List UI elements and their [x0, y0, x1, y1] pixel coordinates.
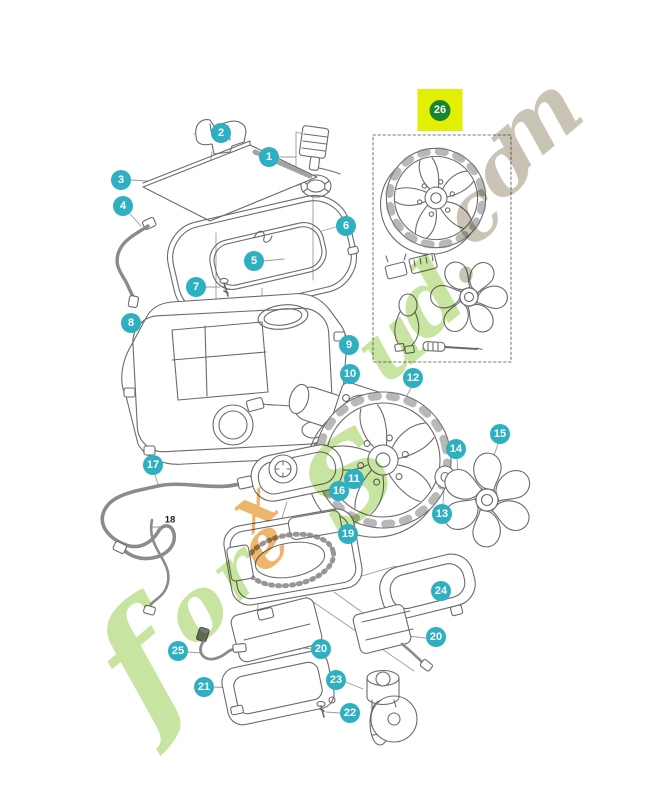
- callout-17[interactable]: 17: [143, 455, 163, 475]
- callout-19[interactable]: 19: [338, 524, 358, 544]
- callout-7[interactable]: 7: [186, 277, 206, 297]
- callout-20-18[interactable]: 20: [311, 639, 331, 659]
- part-cable-17: [102, 476, 253, 559]
- callout-3[interactable]: 3: [111, 170, 131, 190]
- callout-21[interactable]: 21: [194, 677, 214, 697]
- kit-26-box: [369, 135, 520, 362]
- callout-24[interactable]: 24: [431, 581, 451, 601]
- callout-1[interactable]: 1: [259, 147, 279, 167]
- callout-8[interactable]: 8: [121, 313, 141, 333]
- part-screw-7: [220, 278, 228, 296]
- callout-5[interactable]: 5: [244, 251, 264, 271]
- part-switch-1: [299, 125, 340, 197]
- callout-4[interactable]: 4: [113, 196, 133, 216]
- part-cover-24: [375, 549, 480, 622]
- part-frame-21: [219, 648, 337, 727]
- part-battery-20: [352, 603, 433, 672]
- part-wire-25: [196, 627, 246, 659]
- callout-2[interactable]: 2: [211, 123, 231, 143]
- callout-20-19[interactable]: 20: [426, 627, 446, 647]
- highlighted-callout-26[interactable]: 26: [417, 89, 463, 131]
- part-number-label-18: 18: [164, 514, 176, 526]
- part-screw-22: [317, 701, 325, 717]
- callout-25[interactable]: 25: [168, 641, 188, 661]
- part-gasket-5: [206, 219, 330, 294]
- callout-12[interactable]: 12: [403, 368, 423, 388]
- callout-9[interactable]: 9: [339, 335, 359, 355]
- callout-10[interactable]: 10: [340, 364, 360, 384]
- callout-22[interactable]: 22: [340, 703, 360, 723]
- kit-callout-circle: 26: [429, 99, 451, 121]
- part-cable-18: [143, 520, 168, 615]
- callout-14[interactable]: 14: [446, 439, 466, 459]
- part-cover-16: [247, 441, 347, 505]
- part-caster-23: [367, 671, 417, 746]
- part-deck-19: [221, 506, 365, 608]
- callout-6[interactable]: 6: [336, 216, 356, 236]
- callout-15[interactable]: 15: [490, 424, 510, 444]
- callout-11[interactable]: 11: [344, 469, 364, 489]
- callout-13[interactable]: 13: [432, 504, 452, 524]
- callout-23[interactable]: 23: [326, 670, 346, 690]
- callout-16[interactable]: 16: [329, 481, 349, 501]
- part-cable-4: [117, 217, 156, 308]
- part-controller-20: [229, 596, 323, 663]
